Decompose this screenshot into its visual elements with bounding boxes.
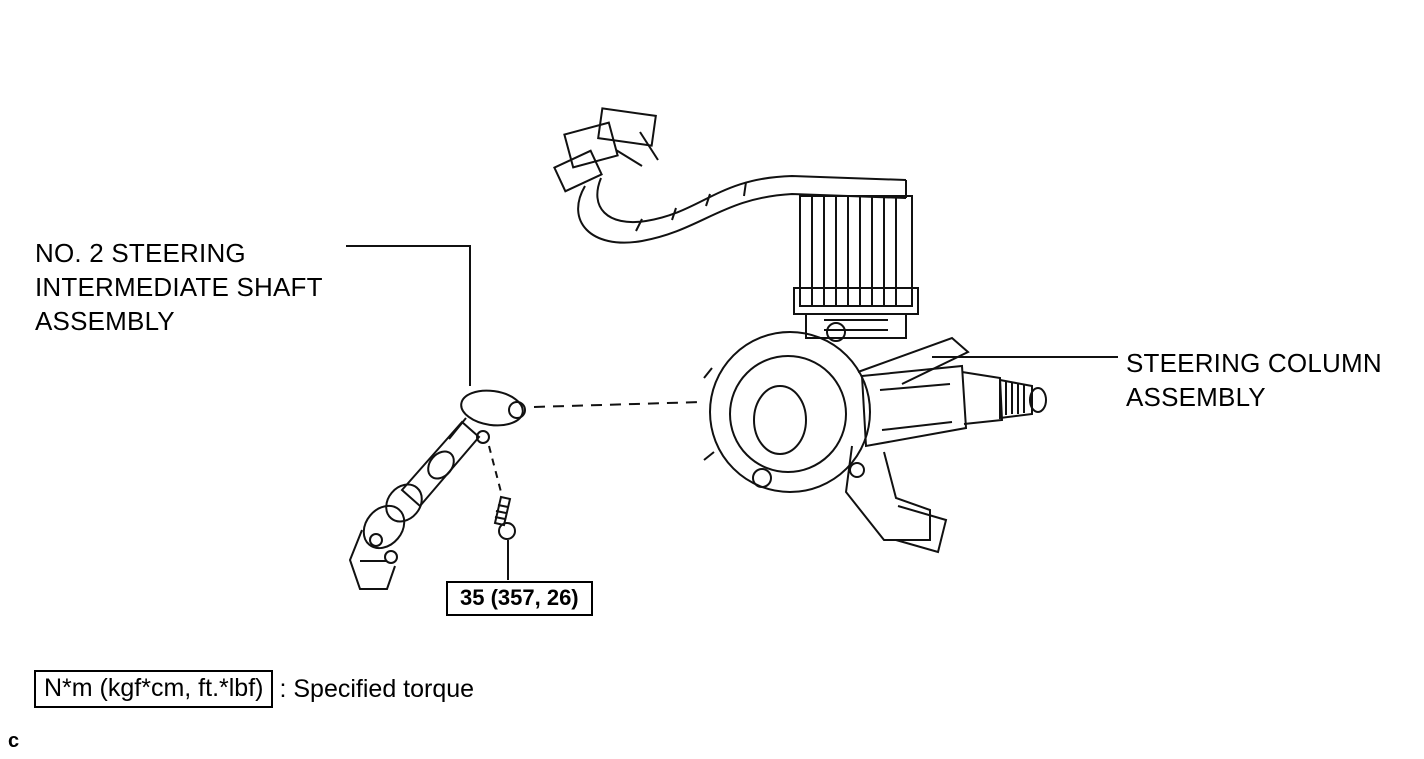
page-marker: c bbox=[8, 730, 20, 752]
lower-bracket bbox=[844, 445, 948, 554]
column-tube bbox=[860, 364, 1047, 448]
torque-legend: N*m (kgf*cm, ft.*lbf) : Specified torque bbox=[34, 670, 474, 708]
shaft-body bbox=[400, 420, 481, 508]
steering-column-drawing bbox=[553, 107, 1047, 554]
gear-housing bbox=[703, 322, 871, 493]
alignment-dashed-line bbox=[533, 401, 703, 408]
leader-lines bbox=[346, 245, 1118, 580]
bolt-dashed-line bbox=[488, 445, 502, 493]
intermediate-shaft-label: NO. 2 STEERING INTERMEDIATE SHAFT ASSEMB… bbox=[35, 238, 323, 336]
torque-legend-text: : Specified torque bbox=[279, 674, 475, 703]
upper-yoke bbox=[448, 389, 526, 444]
torque-units-box: N*m (kgf*cm, ft.*lbf) bbox=[34, 670, 274, 708]
power-steering-motor bbox=[793, 195, 919, 339]
steering-column-label: STEERING COLUMN ASSEMBLY bbox=[1126, 348, 1382, 412]
intermediate-shaft-leader-line bbox=[346, 245, 471, 386]
torque-spec-box: 35 (357, 26) bbox=[446, 581, 593, 616]
bolt-drawing bbox=[493, 495, 516, 540]
harness-connectors bbox=[553, 107, 659, 193]
intermediate-shaft-drawing bbox=[348, 389, 526, 590]
lower-universal-joint bbox=[348, 483, 423, 590]
wiring-harness bbox=[577, 174, 907, 244]
upper-bracket bbox=[857, 336, 970, 385]
